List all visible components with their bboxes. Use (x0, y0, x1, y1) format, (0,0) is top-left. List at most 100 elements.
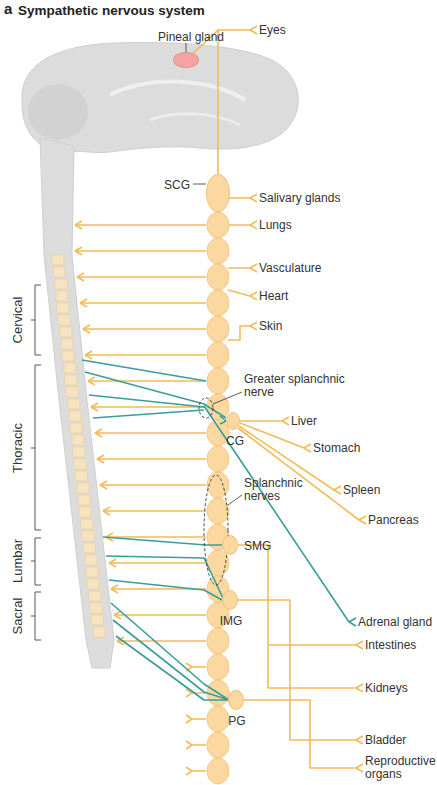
spinal-segments-part (52, 255, 64, 265)
leader-lines-part (193, 184, 206, 185)
region-label: Cervical (11, 297, 24, 344)
postganglionic-fibres-part (238, 545, 356, 768)
sympathetic-chain-part-part (207, 316, 229, 342)
spinal-segments-part (53, 267, 65, 277)
ganglion-label: CG (226, 435, 244, 448)
sympathetic-chain-part-part (207, 446, 229, 472)
spinal-segments-part (82, 531, 94, 541)
structure-label: Reproductive organs (365, 755, 437, 781)
region-label: Thoracic (11, 423, 24, 473)
sympathetic-chain-part-part (207, 758, 229, 784)
spinal-segments-part (68, 399, 80, 409)
ganglion: SCG (206, 174, 230, 212)
sympathetic-chain-part-part (207, 238, 229, 264)
sympathetic-chain-part-part (207, 290, 229, 316)
spinal-segments-part (91, 615, 103, 625)
structure-label: Pancreas (368, 514, 419, 527)
leader-lines-part (186, 43, 187, 52)
spinal-cord (40, 138, 114, 668)
structure-label: Splanchnic nerves (244, 477, 316, 503)
sympathetic-chain-part-part (207, 368, 229, 394)
structure-label: Heart (259, 290, 288, 303)
sympathetic-chain-part-part (207, 498, 229, 524)
panel-letter: a (4, 2, 12, 15)
nerve-fibre (193, 30, 218, 174)
ganglion-label: Pineal gland (158, 31, 224, 44)
postganglionic-fibres-part (282, 417, 366, 524)
spinal-segments-part (64, 363, 76, 373)
brain (22, 43, 298, 153)
structure-label: Greater splanchnic nerve (244, 373, 356, 399)
spinal-segments-part (65, 375, 77, 385)
ganglion-label: PG (228, 715, 245, 728)
corpus-callosum (110, 82, 245, 100)
spinal-segments-part (73, 447, 85, 457)
structure-label: Bladder (365, 734, 406, 747)
brain-outline (22, 43, 298, 153)
spinal-segments-part (69, 411, 81, 421)
preganglionic-fibres (82, 360, 356, 700)
sympathetic-chain-part-part (207, 732, 229, 758)
sympathetic-chain-part-part (207, 212, 229, 238)
ganglion: IMG (222, 590, 238, 610)
spinal-segments-part (62, 351, 74, 361)
spinal-segments-part (55, 279, 67, 289)
postganglionic-fibres (75, 26, 366, 775)
spinal-segments-part (77, 483, 89, 493)
ganglion: SMG (222, 535, 238, 555)
spinal-segments-part (56, 291, 68, 301)
sympathetic-chain-part-part (207, 654, 229, 680)
spinal-segments-part (90, 603, 102, 613)
ganglion-label: SMG (244, 540, 271, 553)
structure-label: Eyes (259, 24, 286, 37)
spinal-segments-part (66, 387, 78, 397)
postganglionic-fibres-part (238, 421, 359, 520)
structure-label: Salivary glands (259, 192, 340, 205)
spinal-segments-part (78, 495, 90, 505)
preganglionic-fibres-part (103, 537, 223, 600)
sympathetic-chain-part-part (207, 706, 229, 732)
region-brackets-part (31, 285, 41, 355)
ganglion: PG (228, 690, 244, 710)
cerebellum (28, 84, 88, 140)
spinal-segments-part (61, 339, 73, 349)
spinal-segments-part (83, 543, 95, 553)
figure-title: Sympathetic nervous system (18, 4, 205, 17)
spinal-segments-part (60, 327, 72, 337)
structure-label: Skin (259, 320, 282, 333)
structure-label: Liver (291, 415, 317, 428)
spinal-segments-part (72, 435, 84, 445)
nerve-outlines-part (204, 475, 228, 585)
spinal-segments-part (58, 315, 70, 325)
ganglion-label: SCG (164, 179, 190, 192)
spinal-segments-part (79, 507, 91, 517)
nerve-connector (193, 30, 218, 174)
spinal-segments-part (87, 579, 99, 589)
nerve-outlines-part (199, 398, 213, 418)
sympathetic-chain-part-part (207, 264, 229, 290)
ganglion-label: IMG (220, 615, 243, 628)
brain-fold (150, 114, 240, 125)
preganglionic-fibres-part (111, 603, 229, 700)
structure-label: Kidneys (365, 682, 408, 695)
sympathetic-chain-part-part (207, 628, 229, 654)
region-label: Sacral (11, 598, 24, 635)
spinal-segments-part (93, 627, 105, 637)
spinal-segments-part (85, 555, 97, 565)
region-label: Lumbar (11, 539, 24, 583)
region-brackets-part (31, 538, 41, 585)
postganglionic-fibres-part (250, 26, 257, 330)
preganglionic-fibres-part (82, 360, 349, 622)
spinal-segments-part (89, 591, 101, 601)
structure-label: Lungs (259, 219, 292, 232)
region-brackets-part (31, 365, 41, 530)
leader-lines-part (213, 392, 242, 404)
spinal-segments-part (86, 567, 98, 577)
region-brackets-part (31, 592, 41, 640)
structure-label: Vasculature (259, 262, 321, 275)
structure-label: Spleen (343, 484, 380, 497)
spinal-segments-part (81, 519, 93, 529)
postganglionic-fibres-part (75, 225, 206, 641)
